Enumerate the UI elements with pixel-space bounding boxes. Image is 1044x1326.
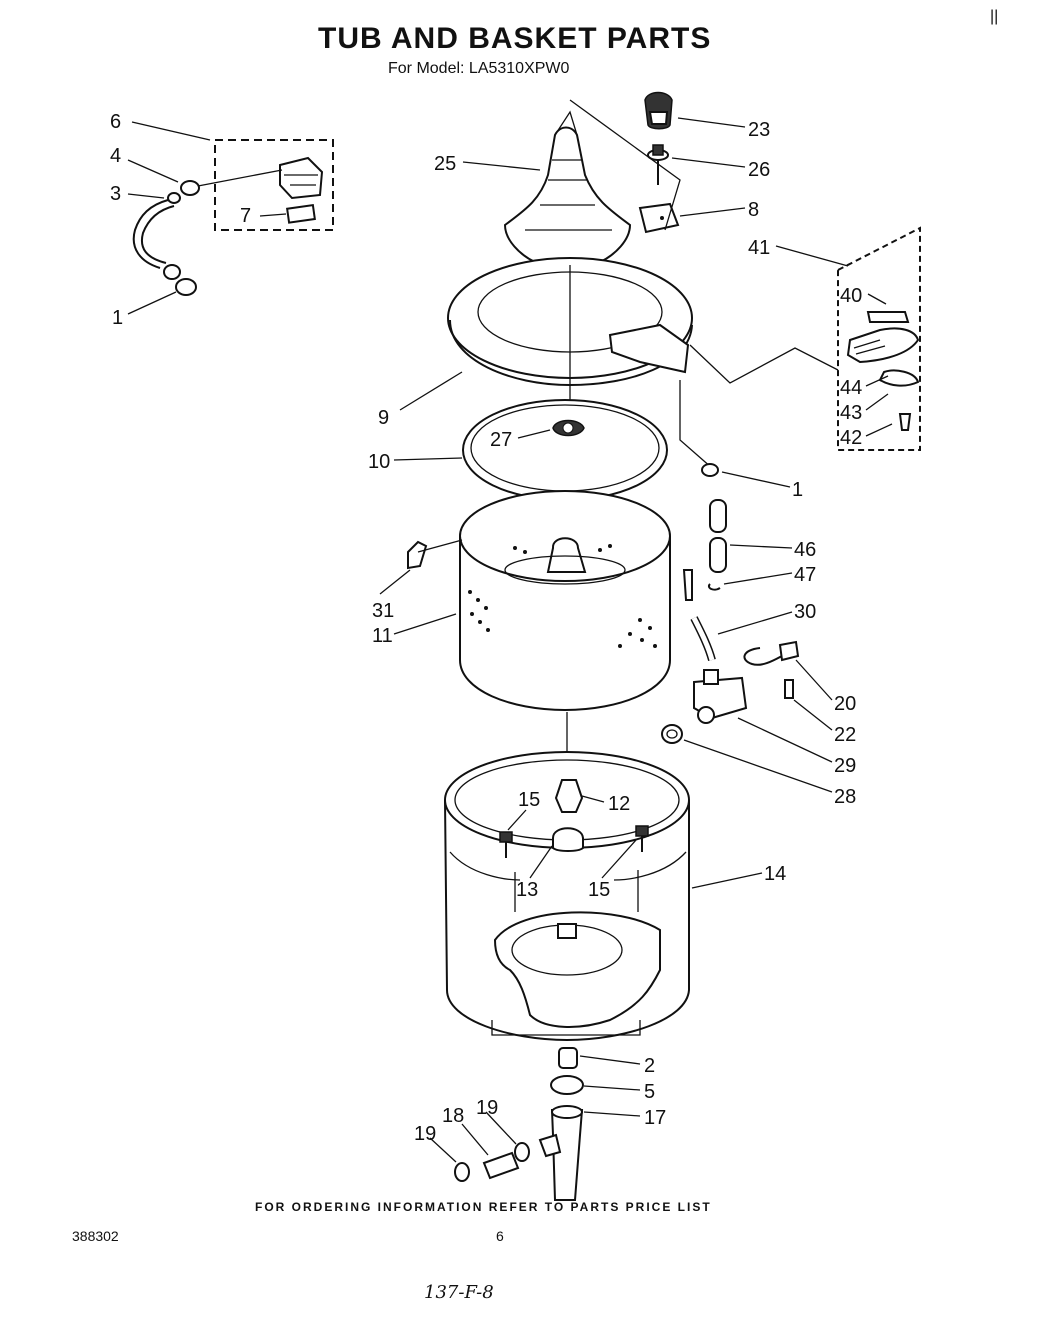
callout-5: 5 <box>644 1081 655 1103</box>
siphon-parts <box>679 380 727 662</box>
callout-19-right: 19 <box>476 1097 498 1119</box>
cam-plate <box>638 202 680 234</box>
callout-43: 43 <box>840 402 862 424</box>
inlet-seal <box>286 203 316 224</box>
water-inlet-assembly <box>132 139 334 296</box>
callout-22: 22 <box>834 724 856 746</box>
inlet-group-box <box>214 139 334 231</box>
page-number: 6 <box>496 1228 504 1244</box>
callout-11: 11 <box>372 625 393 647</box>
callout-26: 26 <box>748 159 770 181</box>
callout-12: 12 <box>608 793 630 815</box>
callout-3: 3 <box>110 183 121 205</box>
hose-clamp <box>175 278 197 296</box>
ordering-note: FOR ORDERING INFORMATION REFER TO PARTS … <box>255 1200 712 1214</box>
document-number: 388302 <box>72 1228 119 1244</box>
dispenser-parts-group <box>689 226 921 451</box>
callout-4: 4 <box>110 145 121 167</box>
callout-6: 6 <box>110 111 121 133</box>
callout-1-inlet: 1 <box>112 307 123 329</box>
callout-41: 41 <box>748 237 770 259</box>
callout-19-left: 19 <box>414 1123 436 1145</box>
callout-18: 18 <box>442 1105 464 1127</box>
callout-17: 17 <box>644 1107 666 1129</box>
callout-9: 9 <box>378 407 389 429</box>
agitator-cap <box>644 91 673 130</box>
agitator <box>503 110 632 263</box>
callout-44: 44 <box>840 377 862 399</box>
callout-13: 13 <box>516 879 538 901</box>
callout-47: 47 <box>794 564 816 586</box>
spin-basket <box>459 490 671 712</box>
agitator-bolt <box>647 144 669 185</box>
callout-29: 29 <box>834 755 856 777</box>
callout-40: 40 <box>840 285 862 307</box>
callout-1-siphon: 1 <box>792 479 803 501</box>
basket-clip <box>407 540 428 570</box>
callout-23: 23 <box>748 119 770 141</box>
callout-31: 31 <box>372 600 394 622</box>
drive-bell <box>552 419 585 437</box>
tub-cover <box>447 257 693 420</box>
callout-30: 30 <box>794 601 816 623</box>
inlet-hose <box>132 199 169 269</box>
callout-2: 2 <box>644 1055 655 1077</box>
model-subtitle: For Model: LA5310XPW0 <box>388 60 570 77</box>
callout-10: 10 <box>368 451 390 473</box>
callout-labels: 6 4 3 7 1 25 23 26 8 41 40 44 43 42 9 27… <box>110 111 862 1145</box>
callout-8: 8 <box>748 199 759 221</box>
corner-mark: || <box>990 8 999 25</box>
callout-28: 28 <box>834 786 856 808</box>
callout-14: 14 <box>764 863 786 885</box>
callout-42: 42 <box>840 427 862 449</box>
inlet-nozzle <box>279 156 324 200</box>
callout-15-right: 15 <box>588 879 610 901</box>
bleach-dispenser <box>608 323 690 374</box>
pump-parts <box>661 640 800 744</box>
callout-20: 20 <box>834 693 856 715</box>
callout-15-left: 15 <box>518 789 540 811</box>
callout-7: 7 <box>240 205 251 227</box>
tub-mounting-parts <box>499 779 649 858</box>
inlet-clamp <box>180 180 200 196</box>
page-title: TUB AND BASKET PARTS <box>318 22 712 55</box>
drain-parts <box>454 1047 584 1201</box>
leader-lines <box>127 117 893 1163</box>
callout-46: 46 <box>794 539 816 561</box>
callout-27: 27 <box>490 429 512 451</box>
callout-25: 25 <box>434 153 456 175</box>
handwritten-note: 137-F-8 <box>424 1282 494 1303</box>
agitator-guide-line <box>569 99 681 231</box>
